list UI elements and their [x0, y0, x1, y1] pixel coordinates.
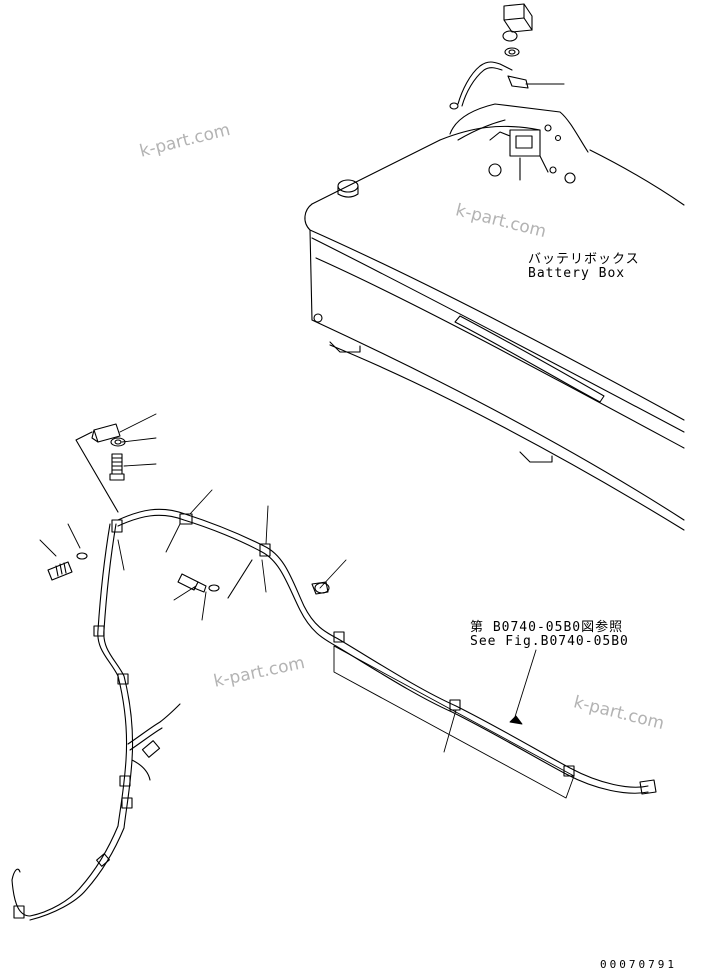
battery-box-label-en: Battery Box	[528, 266, 626, 281]
document-number: 00070791	[600, 958, 677, 971]
reference-label-jp: 第 B0740-05B0図参照	[470, 620, 624, 635]
battery-box-label-jp: バッテリボックス	[528, 252, 640, 267]
wiring-harness	[11, 508, 657, 921]
battery-box	[304, 103, 685, 531]
leader-lines	[39, 413, 575, 799]
fasteners	[47, 423, 253, 599]
reference-label-en: See Fig.B0740-05B0	[470, 634, 629, 649]
terminal-cover-assembly	[449, 3, 565, 110]
